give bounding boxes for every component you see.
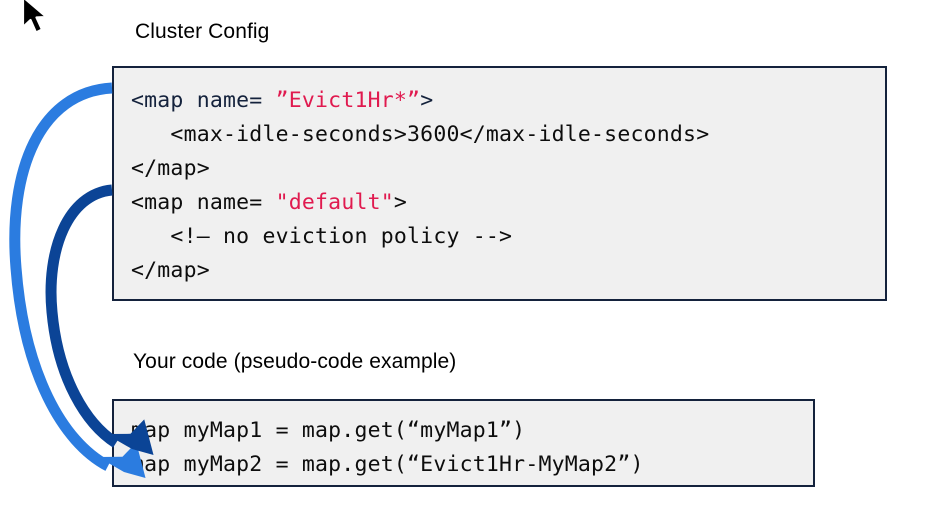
- code-segment: "default": [275, 190, 394, 215]
- code-line: </map>: [131, 254, 885, 288]
- code-line: <!– no eviction policy -->: [131, 220, 885, 254]
- code-line: map myMap1 = map.get(“myMap1”): [131, 414, 813, 448]
- code-line: <map name= ”Evict1Hr*”>: [131, 84, 885, 118]
- code-segment: <max-idle-seconds>3600</max-idle-seconds…: [131, 122, 710, 147]
- your-code-heading: Your code (pseudo-code example): [133, 350, 457, 373]
- code-segment: >: [420, 88, 434, 113]
- code-segment: <map name=: [131, 88, 276, 113]
- your-code-block: map myMap1 = map.get(“myMap1”) map myMap…: [112, 399, 815, 487]
- code-segment: ”Evict1Hr*”: [275, 88, 421, 113]
- code-line: map myMap2 = map.get(“Evict1Hr-MyMap2”): [131, 448, 813, 482]
- code-segment: >: [393, 190, 408, 215]
- code-segment: <!– no eviction policy -->: [131, 224, 513, 249]
- code-segment: </map>: [131, 156, 210, 181]
- code-segment: map myMap1 = map.get(“myMap1”): [131, 418, 526, 443]
- code-segment: <map name=: [131, 190, 276, 215]
- code-segment: map myMap2 = map.get(“Evict1Hr-MyMap2”): [131, 452, 644, 477]
- code-segment: </map>: [131, 258, 210, 283]
- mouse-pointer-icon: [21, 0, 48, 34]
- code-line: <map name= "default">: [131, 186, 885, 220]
- cluster-config-code-block: <map name= ”Evict1Hr*”> <max-idle-second…: [112, 66, 887, 301]
- code-line: <max-idle-seconds>3600</max-idle-seconds…: [131, 118, 885, 152]
- code-line: </map>: [131, 152, 885, 186]
- cluster-config-heading: Cluster Config: [135, 20, 270, 43]
